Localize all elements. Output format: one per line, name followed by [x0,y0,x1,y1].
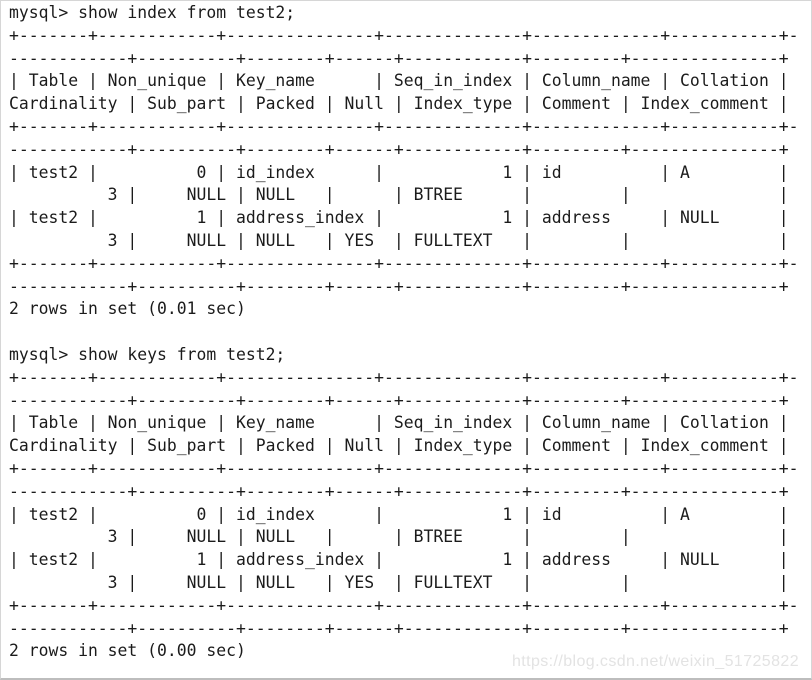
query-result-block-2: mysql> show keys from test2; +-------+--… [9,344,799,661]
terminal-output: mysql> show index from test2; +-------+-… [1,1,811,663]
query-result-block-1: mysql> show index from test2; +-------+-… [9,3,799,319]
csdn-watermark: https://blog.csdn.net/weixin_51725822 [512,653,799,670]
